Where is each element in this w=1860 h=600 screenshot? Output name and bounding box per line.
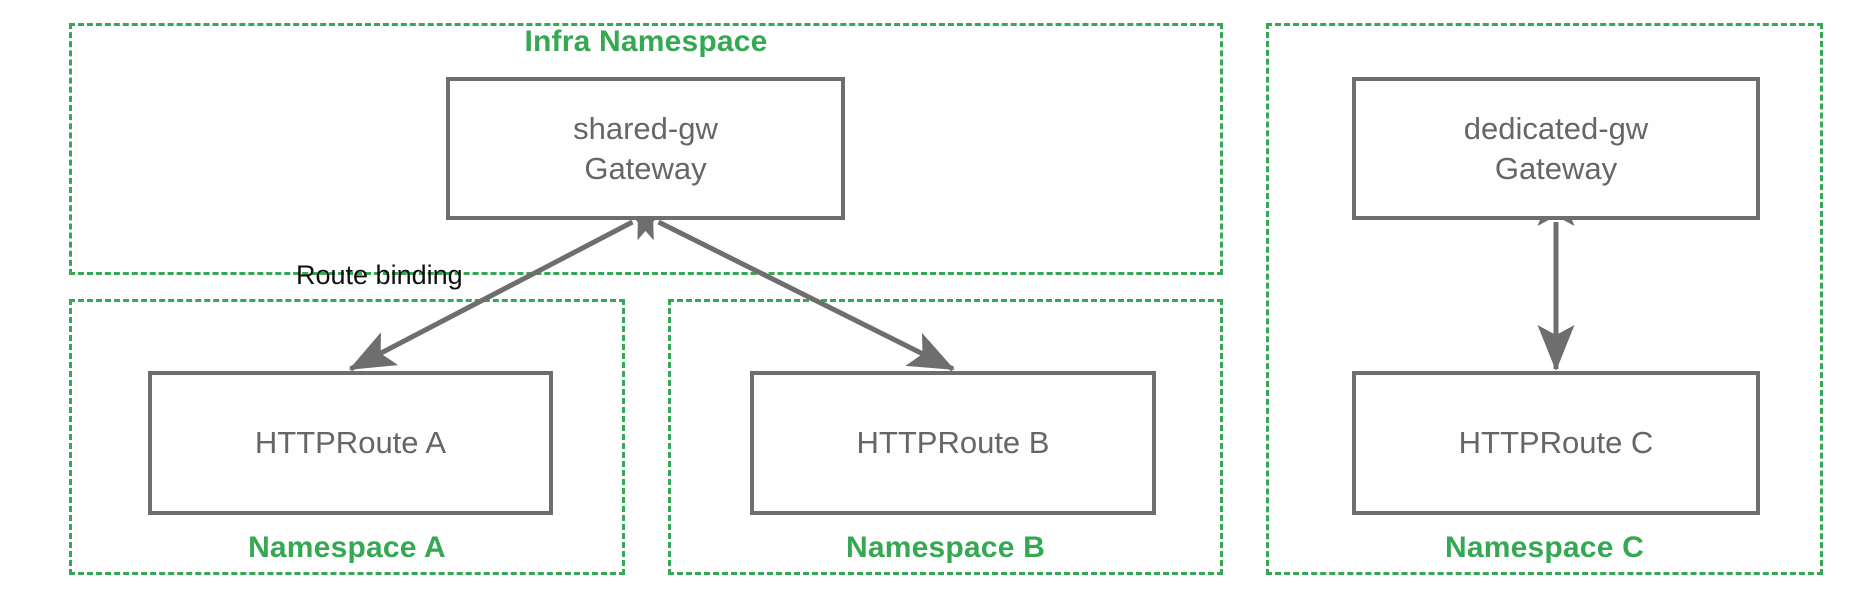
namespace-label-a: Namespace A (248, 531, 446, 564)
namespace-label-c: Namespace C (1445, 531, 1644, 564)
node-dedicated-gw-gateway[interactable]: dedicated-gw Gateway (1352, 77, 1760, 220)
node-httproute-c[interactable]: HTTPRoute C (1352, 371, 1760, 515)
node-shared-gw-gateway[interactable]: shared-gw Gateway (446, 77, 845, 220)
namespace-label-infra: Infra Namespace (524, 25, 768, 58)
namespace-label-b: Namespace B (846, 531, 1045, 564)
namespace-box-c (1266, 23, 1823, 575)
edge-label-route-binding: Route binding (296, 260, 463, 290)
node-httproute-b[interactable]: HTTPRoute B (750, 371, 1156, 515)
node-httproute-a[interactable]: HTTPRoute A (148, 371, 553, 515)
namespace-box-a (69, 299, 625, 575)
